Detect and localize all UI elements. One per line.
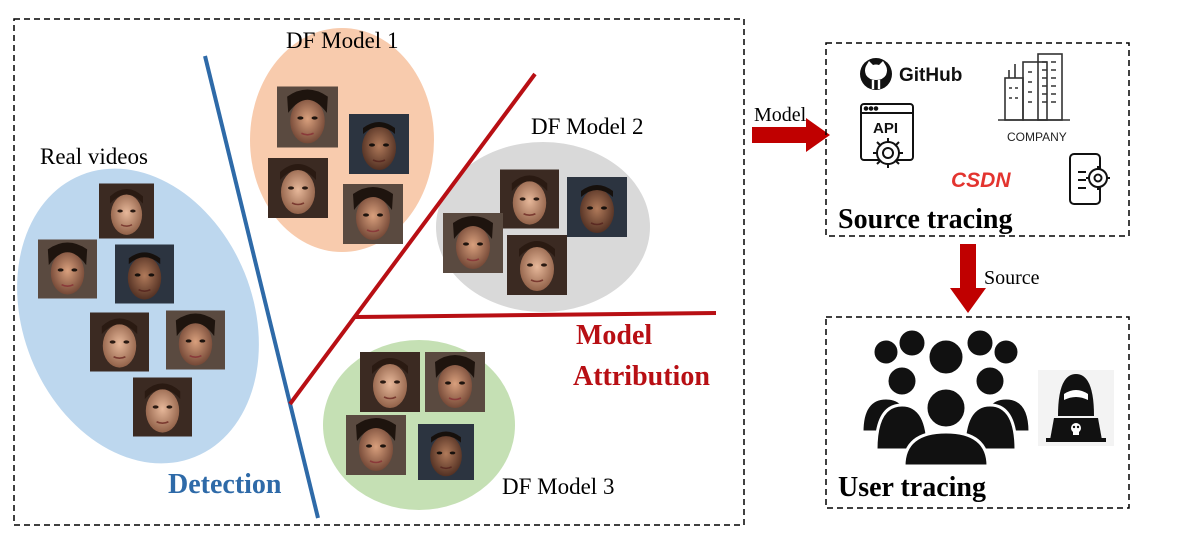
attribution-boundary-line-1 [288, 72, 537, 406]
detection-boundary-line [203, 55, 320, 519]
model2-face-2 [567, 176, 627, 238]
model2-face-3 [443, 212, 503, 274]
left-panel-border [13, 18, 745, 526]
csdn-wordmark: CSDN [951, 169, 1011, 192]
model-arrow-label: Model [754, 104, 807, 126]
model1-face-2 [349, 113, 409, 175]
github-icon [860, 58, 892, 90]
mobile-settings-icon [1069, 153, 1110, 205]
model-attribution-label-line2: Attribution [573, 361, 710, 392]
source-tracing-title: Source tracing [838, 204, 1012, 235]
real-face-4 [90, 312, 149, 372]
source-arrow-label: Source [984, 267, 1040, 289]
user-tracing-panel-border [825, 316, 1130, 509]
real-face-5 [166, 310, 225, 370]
real-videos-label: Real videos [40, 144, 148, 169]
attribution-boundary-line-2 [354, 311, 717, 319]
model3-face-1 [360, 352, 420, 412]
hacker-icon [1038, 370, 1114, 446]
df-model-3-label: DF Model 3 [502, 474, 614, 499]
company-label: COMPANY [1007, 130, 1067, 144]
model1-face-3 [268, 157, 328, 219]
real-face-2 [38, 239, 97, 299]
real-face-1 [99, 182, 154, 240]
model1-face-4 [343, 183, 403, 245]
user-tracing-title: User tracing [838, 472, 986, 503]
df-model-1-label: DF Model 1 [286, 28, 398, 53]
detection-label: Detection [168, 469, 282, 500]
model3-face-4 [418, 423, 474, 481]
user-group-icon [860, 327, 1032, 468]
model2-face-4 [507, 234, 567, 296]
model1-face-1 [277, 86, 338, 148]
model-arrow [752, 118, 830, 152]
api-gear-icon [860, 103, 914, 168]
source-tracing-panel-border [825, 42, 1130, 237]
company-building-icon [998, 53, 1070, 121]
df-model-2-label: DF Model 2 [531, 114, 643, 139]
real-face-6 [133, 377, 192, 437]
source-arrow [950, 244, 986, 313]
model3-face-3 [346, 415, 406, 475]
github-wordmark: GitHub [899, 65, 962, 86]
real-face-3 [115, 244, 174, 304]
model-attribution-label-line1: Model [576, 320, 652, 351]
api-label: API [873, 120, 898, 137]
model2-face-1 [500, 168, 559, 230]
model3-face-2 [425, 352, 485, 412]
